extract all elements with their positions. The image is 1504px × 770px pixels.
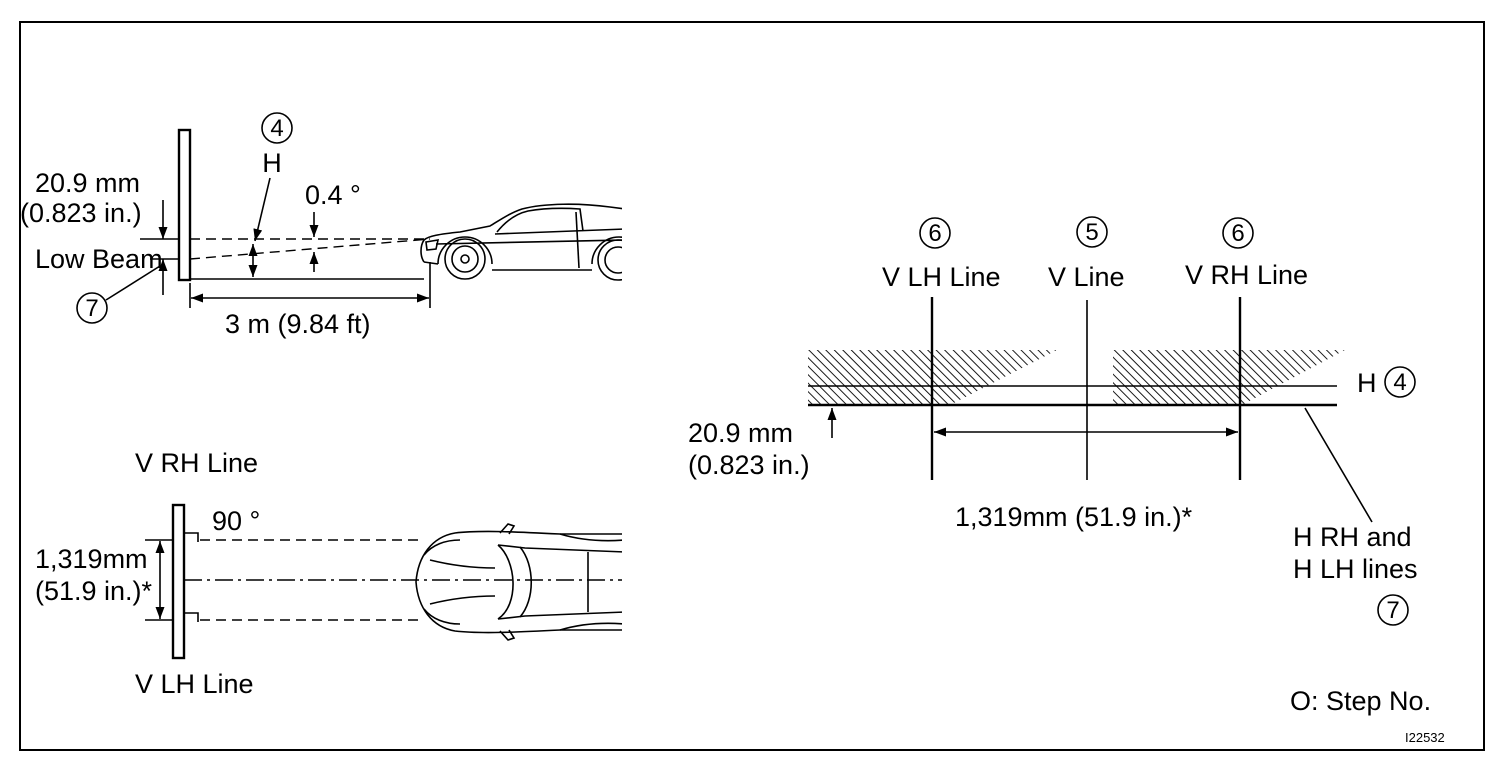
low-beam-dashed-line: [189, 238, 431, 260]
v-step-marker: [1076, 216, 1108, 248]
low-beam-step-marker: [76, 292, 108, 324]
side-h-step-number: 4: [270, 115, 283, 142]
side-height-value-in: (0.823 in.): [20, 198, 142, 228]
v-rh-step-marker: [1222, 217, 1254, 249]
top-v-rh-label: V RH Line: [135, 448, 258, 478]
h-lines-step-marker: [1377, 594, 1409, 626]
h-lines-step-number: 7: [1386, 597, 1399, 624]
v-step-number: 5: [1085, 219, 1098, 246]
right-angle-mark-bottom: [184, 612, 199, 622]
v-lh-step-marker: [919, 217, 951, 249]
side-view-screen: [177, 128, 192, 282]
v-lh-step-number: 6: [928, 220, 941, 247]
car-top-profile: [415, 523, 622, 641]
screen-h-label: H: [1357, 368, 1377, 398]
top-angle-label: 90 °: [212, 506, 260, 536]
h-lines-leader: [1304, 407, 1373, 523]
side-angle-label: 0.4 °: [305, 180, 361, 210]
low-beam-label: Low Beam: [35, 244, 163, 274]
v-lh-label: V LH Line: [882, 262, 1001, 292]
top-v-lh-label: V LH Line: [135, 669, 254, 699]
v-rh-label: V RH Line: [1185, 260, 1308, 290]
right-angle-mark-top: [184, 532, 199, 542]
side-view: 4 H 20.9 mm (0.823 in.) 0.4 ° Low Beam 7…: [20, 112, 622, 339]
screen-view: 6 V LH Line 5 V Line 6 V RH Line H 4 20.…: [688, 216, 1418, 626]
screen-h-step-number: 4: [1393, 369, 1406, 396]
side-height-value: 20.9 mm: [35, 168, 140, 198]
screen-offset-value-in: (0.823 in.): [688, 450, 810, 480]
car-side-profile: [420, 203, 622, 281]
distance-label: 3 m (9.84 ft): [225, 309, 371, 339]
screen-h-step-marker: [1384, 366, 1416, 398]
figure-code: I22532: [1405, 730, 1445, 745]
top-view: V RH Line 90 ° 1,319mm (51.9 in.)* V LH …: [35, 448, 622, 699]
h-lines-label-line1: H RH and: [1293, 522, 1412, 552]
screen-spacing-label: 1,319mm (51.9 in.)*: [955, 502, 1193, 532]
side-h-step-marker: [261, 112, 293, 144]
low-beam-step-number: 7: [85, 295, 98, 322]
h-lines-label-line2: H LH lines: [1293, 554, 1418, 584]
v-rh-step-number: 6: [1231, 220, 1244, 247]
top-view-screen: [171, 503, 186, 660]
step-legend: O: Step No.: [1290, 686, 1431, 716]
top-width-value: 1,319mm: [35, 544, 148, 574]
screen-offset-value: 20.9 mm: [688, 418, 793, 448]
h-leader-line: [253, 177, 271, 242]
top-width-value-in: (51.9 in.)*: [35, 576, 153, 606]
low-beam-step-leader: [105, 265, 161, 301]
figure-border: [19, 21, 1485, 751]
v-label: V Line: [1048, 262, 1125, 292]
side-h-label: H: [262, 148, 282, 178]
rh-cutoff-hatch: [1113, 350, 1345, 405]
